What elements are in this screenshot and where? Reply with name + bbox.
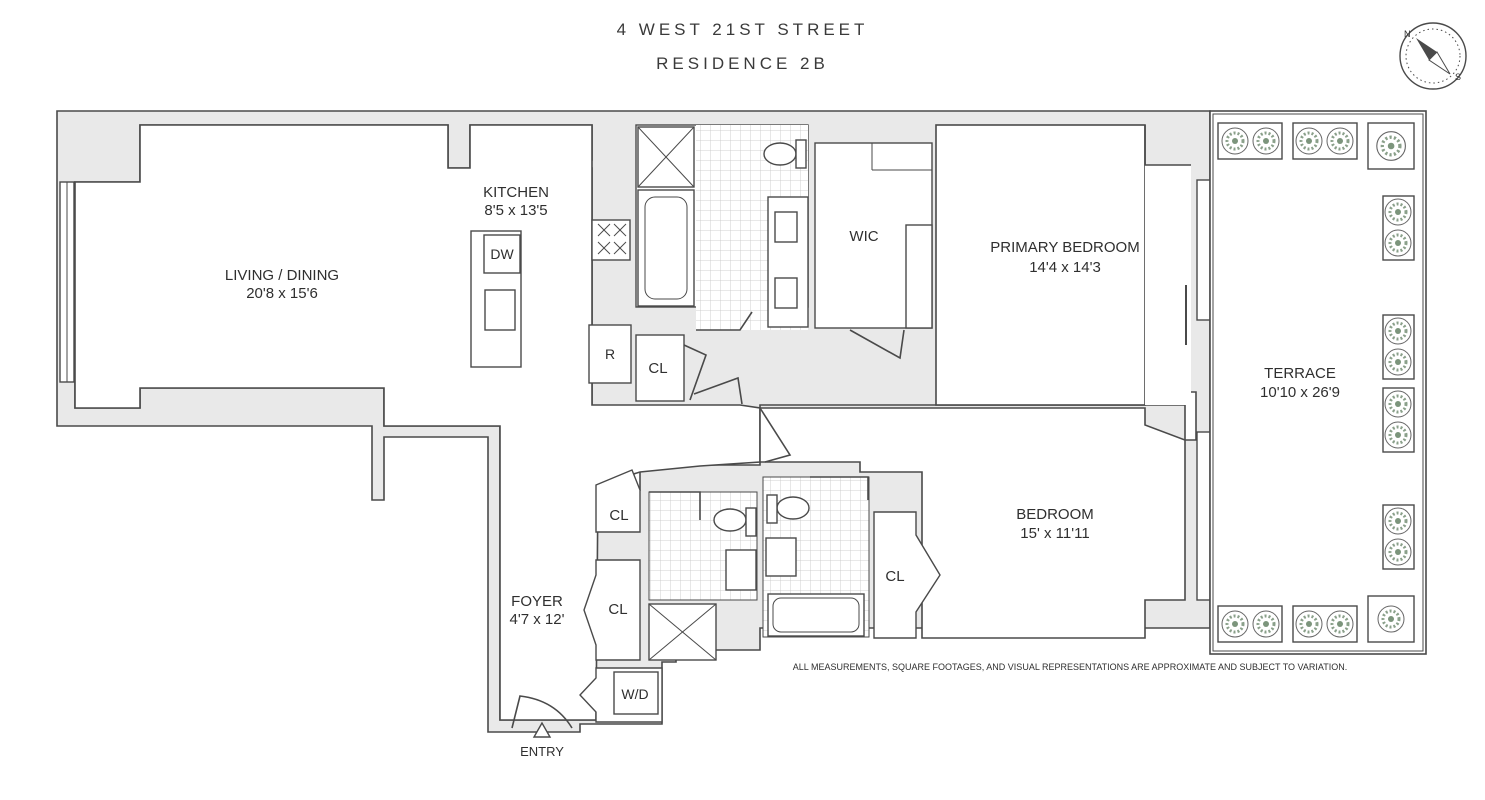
foyer-closet-1 (595, 469, 641, 533)
living-dining-label: LIVING / DINING (225, 267, 339, 284)
living-dining-dims: 20'8 x 15'6 (246, 285, 318, 302)
primary-bedroom (935, 124, 1146, 406)
bedroom-closet (873, 511, 941, 639)
terrace (1209, 110, 1427, 655)
closet-label: CL (648, 360, 667, 377)
primary-bedroom-label: PRIMARY BEDROOM (990, 239, 1139, 256)
bedroom-dims: 15' x 11'11 (1020, 525, 1089, 542)
address-title: 4 WEST 21ST STREET (616, 20, 869, 39)
foyer-dims: 4'7 x 12' (510, 611, 565, 628)
window-primary (1196, 179, 1211, 321)
residence-title: RESIDENCE 2B (656, 54, 829, 73)
closet-label: CL (608, 601, 627, 618)
refrigerator (588, 324, 632, 384)
compass-south-label: S (1455, 72, 1461, 82)
kitchen-sink (484, 289, 516, 331)
bedroom (759, 407, 1186, 639)
hall-closet (635, 334, 685, 402)
entry-label: ENTRY (520, 744, 564, 759)
window-bedroom (1196, 431, 1211, 601)
washer-dryer (613, 671, 659, 715)
foyer-label: FOYER (511, 593, 563, 610)
entry-door (511, 695, 573, 729)
bathtub-bedroom (767, 593, 865, 637)
entry-arrow-icon (532, 721, 552, 738)
closet-label: CL (609, 507, 628, 524)
terrace-dims: 10'10 x 26'9 (1260, 384, 1340, 401)
wic-label: WIC (849, 228, 878, 245)
bathtub-top (637, 189, 695, 307)
foyer-closet-2 (583, 559, 641, 661)
compass-north-label: N (1404, 29, 1411, 39)
refrigerator-label: R (605, 346, 615, 362)
kitchen-label: KITCHEN (483, 184, 549, 201)
washer-dryer-label: W/D (621, 686, 648, 702)
primary-bedroom-dims: 14'4 x 14'3 (1029, 259, 1101, 276)
terrace-label: TERRACE (1264, 365, 1336, 382)
toilet-top (763, 142, 797, 166)
compass-icon (1399, 22, 1467, 90)
kitchen-dims: 8'5 x 13'5 (484, 202, 547, 219)
disclaimer: ALL MEASUREMENTS, SQUARE FOOTAGES, AND V… (793, 662, 1347, 672)
dishwasher-label: DW (490, 246, 514, 262)
bedroom-label: BEDROOM (1016, 506, 1094, 523)
closet-label: CL (885, 568, 904, 585)
